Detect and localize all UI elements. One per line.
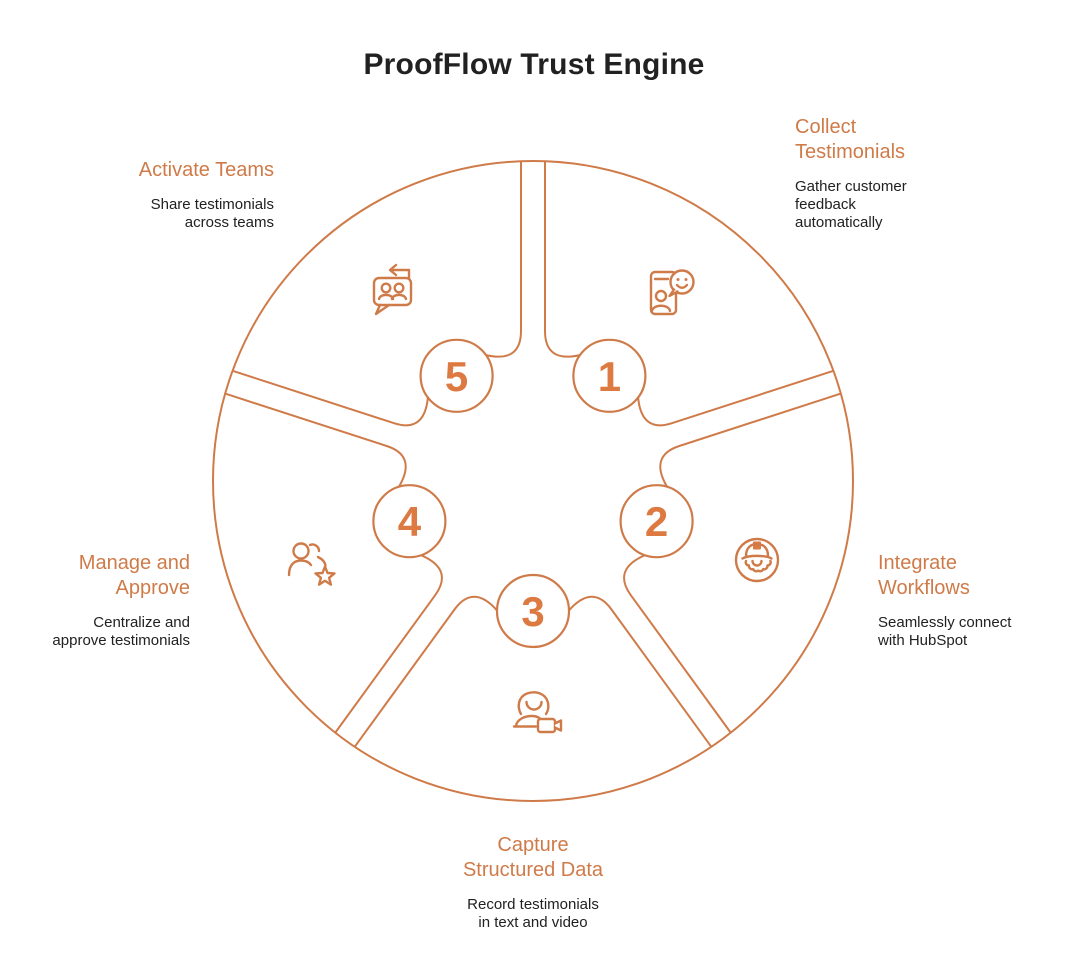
- step-description: Record testimonials in text and video: [467, 896, 599, 931]
- phone-smiley-feedback-icon: [639, 260, 703, 324]
- gear-hardhat-icon: [725, 528, 789, 592]
- step-description: Seamlessly connect with HubSpot: [878, 614, 1012, 649]
- step-description: Centralize and approve testimonials: [52, 614, 190, 649]
- step-label-activate-teams: Activate Teams Share testimonials across…: [64, 158, 274, 232]
- step-label-capture-structured-data: Capture Structured Data Record testimoni…: [403, 833, 663, 932]
- step-title: Capture Structured Data: [462, 834, 604, 881]
- step-number-3: 3: [521, 588, 544, 635]
- step-circle-5: [419, 338, 494, 413]
- share-conversation-icon: [363, 259, 427, 323]
- step-title: Manage and Approve: [78, 552, 190, 599]
- step-number-5: 5: [445, 353, 468, 400]
- step-label-collect-testimonials: Collect Testimonials Gather customer fee…: [795, 115, 1015, 232]
- step-circle-4: [372, 484, 447, 559]
- step-title: Collect Testimonials: [795, 116, 906, 163]
- step-label-manage-and-approve: Manage and Approve Centralize and approv…: [0, 551, 190, 650]
- step-title: Activate Teams: [138, 159, 274, 181]
- step-description: Share testimonials across teams: [150, 196, 274, 231]
- step-circle-1: [572, 338, 647, 413]
- step-description: Gather customer feedback automatically: [795, 178, 907, 231]
- step-hubs: 1 2 3 4 5: [372, 338, 694, 649]
- step-label-integrate-workflows: Integrate Workflows Seamlessly connect w…: [878, 551, 1068, 650]
- step-circle-3: [495, 573, 571, 649]
- step-number-1: 1: [598, 353, 621, 400]
- step-title: Integrate Workflows: [878, 552, 970, 599]
- person-video-camera-icon: [501, 680, 565, 744]
- people-star-icon: [280, 530, 344, 594]
- step-number-4: 4: [398, 498, 422, 545]
- wheel-outer-circle: [212, 160, 854, 802]
- step-circle-2: [619, 484, 694, 559]
- wheel-spokes: [224, 161, 842, 748]
- page-title: ProofFlow Trust Engine: [363, 48, 705, 81]
- step-number-2: 2: [645, 498, 668, 545]
